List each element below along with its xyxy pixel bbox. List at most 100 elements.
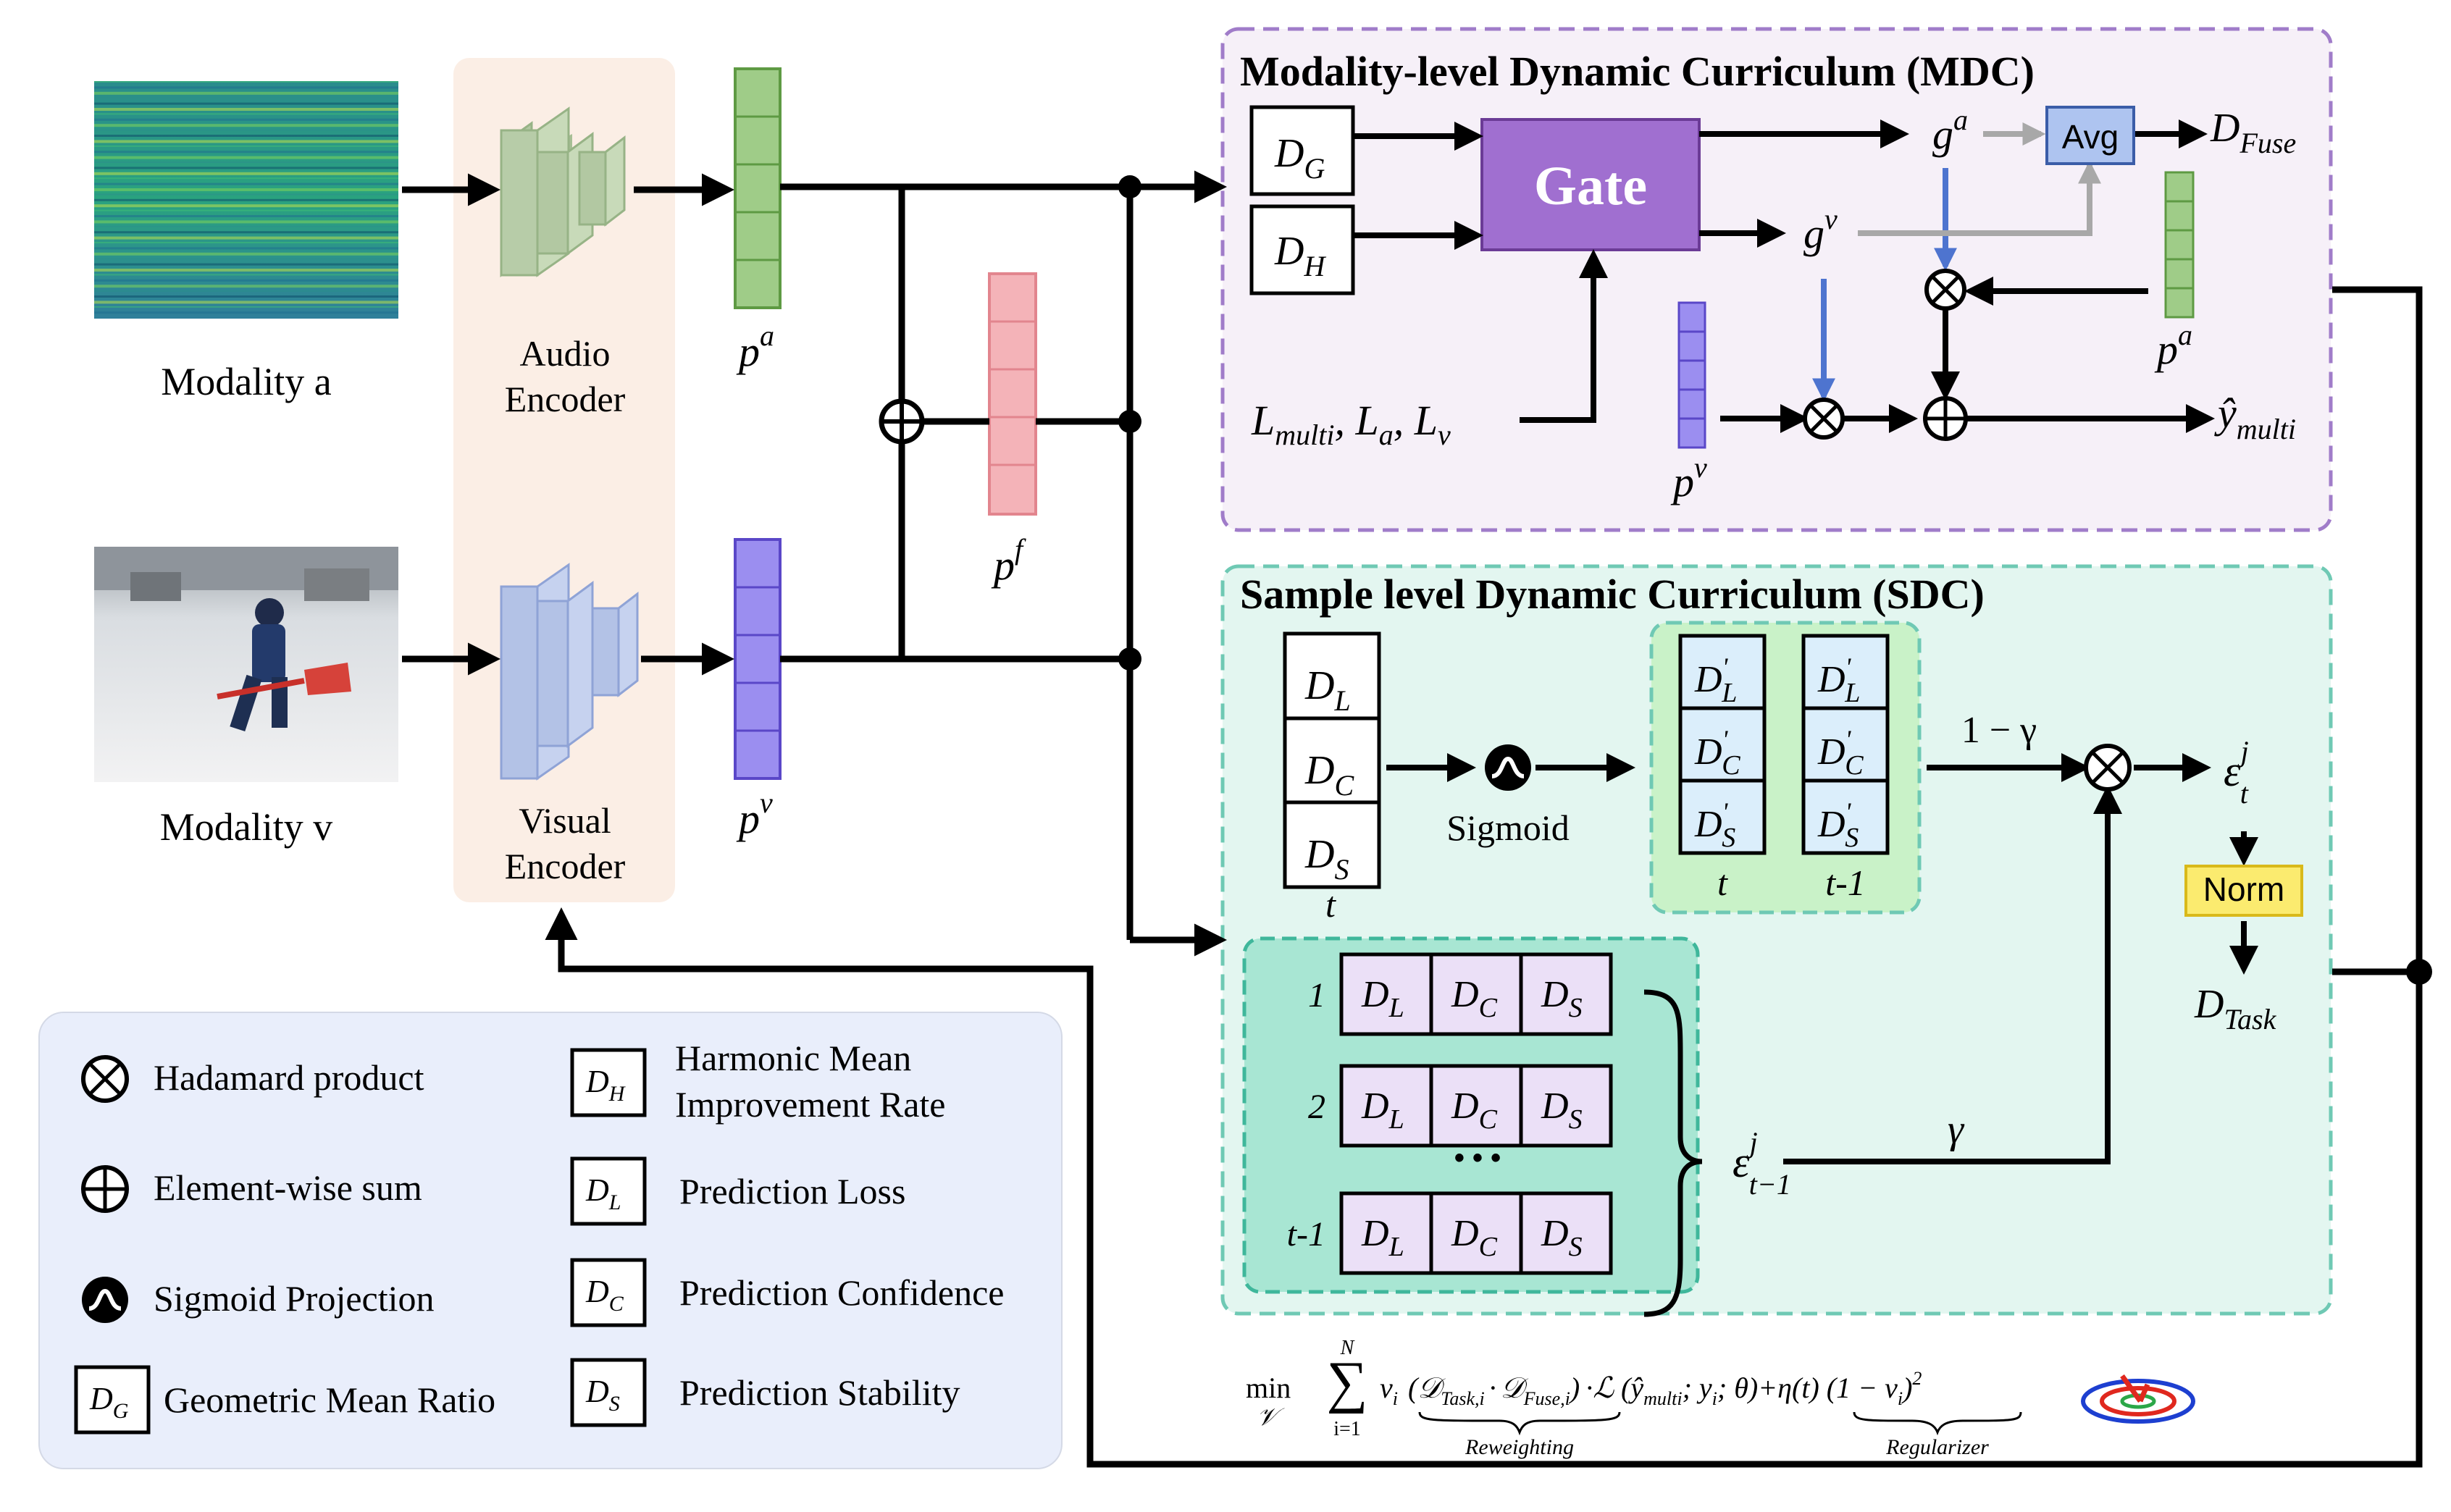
legend-sigmoid-icon (82, 1277, 128, 1323)
audio-encoder-line1: Audio (520, 333, 611, 374)
legend-dh-icon: DH (570, 1048, 647, 1117)
svg-text:DS: DS (585, 1374, 620, 1416)
visual-encoder-icon (500, 563, 639, 781)
mdc-pa-label: pa (2154, 319, 2192, 373)
ga-label: ga (1932, 104, 1968, 158)
history-row: t-1 DL DC DS (1287, 1191, 1613, 1275)
audio-feature-vector (734, 67, 782, 309)
dtask-label: DTask (2194, 982, 2277, 1036)
legend-dh-label-2: Improvement Rate (675, 1084, 946, 1125)
history-cell (1519, 952, 1613, 1036)
sdc-hadamard-node (2084, 744, 2132, 791)
history-brace (1643, 989, 1703, 1317)
history-cell-label: DL (1361, 974, 1404, 1023)
history-row-index: 2 (1308, 1088, 1325, 1126)
history-cell-label: DC (1451, 1213, 1498, 1262)
legend-ds-icon: DS (570, 1358, 647, 1427)
junction-dot-4 (2406, 959, 2432, 985)
history-cell (1339, 1191, 1433, 1275)
legend-dl-label: Prediction Loss (679, 1171, 905, 1211)
mdc-pa-vector (2164, 171, 2195, 319)
history-ellipsis: • • • (1454, 1142, 1501, 1174)
history-row-index: t-1 (1287, 1215, 1325, 1253)
sdc-tm1-label: t-1 (1825, 862, 1866, 903)
history-cell-label: DS (1541, 1085, 1583, 1135)
svg-text:DG: DG (89, 1381, 129, 1423)
norm-label: Norm (2203, 870, 2284, 908)
norm-block (2184, 865, 2303, 917)
pf-label: pf (991, 533, 1026, 589)
mdc-arrows (1353, 119, 2215, 433)
mdc-hadamard-top (1924, 269, 1966, 311)
svg-text:𝒱: 𝒱 (1257, 1404, 1285, 1431)
history-cell (1339, 952, 1433, 1036)
mdc-sum-node (1923, 396, 1968, 441)
sdc-stack-tm1 (1801, 634, 1890, 855)
visual-feature-vector (734, 538, 782, 780)
history-cell-label: DS (1541, 1213, 1583, 1262)
history-cell (1519, 1191, 1613, 1275)
svg-text:DH: DH (585, 1064, 627, 1106)
legend-dc-icon: DC (570, 1258, 647, 1327)
sigmoid-node (1485, 744, 1531, 791)
history-row-index: 1 (1308, 976, 1325, 1015)
dfuse-label: DFuse (2210, 106, 2296, 159)
svg-text:DL: DL (585, 1172, 621, 1214)
legend-hadamard-icon (81, 1055, 129, 1103)
gamma-label: γ (1948, 1107, 1965, 1152)
history-cell-label: DS (1541, 974, 1583, 1023)
gv-label: gv (1803, 203, 1838, 257)
sdc-stack-t (1678, 634, 1767, 855)
mdc-title: Modality-level Dynamic Curriculum (MDC) (1240, 48, 2035, 95)
history-cell-label: DC (1451, 1085, 1498, 1135)
junction-dot-2 (1118, 410, 1141, 433)
avg-label: Avg (2062, 118, 2119, 156)
legend-hadamard-label: Hadamard product (154, 1057, 424, 1098)
avg-block (2045, 106, 2135, 165)
mdc-hadamard-bottom (1803, 398, 1845, 440)
history-cell (1429, 1064, 1523, 1148)
history-cell-label: DL (1361, 1213, 1404, 1262)
gate-label: Gate (1534, 156, 1647, 217)
svg-text:DL: DL (1304, 663, 1351, 717)
sdc-title: Sample level Dynamic Curriculum (SDC) (1240, 571, 1985, 618)
fused-feature-vector (988, 272, 1037, 516)
svg-text:D'L: D'L (1817, 652, 1860, 708)
pa-label: pa (736, 319, 774, 375)
junction-dot-1 (1118, 175, 1141, 198)
sdc-t-label-left: t (1325, 884, 1336, 925)
svg-text:N: N (1340, 1337, 1355, 1359)
svg-text:DC: DC (585, 1274, 624, 1316)
mdc-pv-vector (1677, 301, 1706, 449)
legend-dl-icon: DL (570, 1156, 647, 1226)
history-cell (1429, 952, 1523, 1036)
sdc-stack-current (1283, 631, 1381, 889)
svg-text:D'S: D'S (1694, 797, 1735, 853)
svg-text:DH: DH (1274, 229, 1326, 282)
svg-text:i=1: i=1 (1333, 1418, 1361, 1440)
losses-label: Lmulti, La, Lv (1251, 397, 1451, 451)
modality-a-label: Modality a (161, 360, 331, 403)
svg-text:D'C: D'C (1694, 725, 1740, 781)
dg-box (1249, 105, 1355, 196)
svg-text:Reweighting: Reweighting (1465, 1435, 1574, 1459)
svg-text:DS: DS (1304, 832, 1349, 886)
visual-encoder-line2: Encoder (505, 846, 626, 886)
legend-ds-label: Prediction Stability (679, 1372, 960, 1413)
svg-text:DG: DG (1274, 131, 1325, 185)
snow-photo-image (94, 547, 398, 782)
sdc-arrows (1386, 753, 2258, 1164)
dh-box (1249, 204, 1355, 295)
svg-text:∑: ∑ (1326, 1351, 1367, 1414)
spectrogram-image (94, 81, 398, 319)
svg-text:Regularizer: Regularizer (1885, 1435, 1989, 1459)
history-cell (1339, 1064, 1433, 1148)
legend-panel (38, 1012, 1063, 1469)
one-minus-gamma-label: 1 − γ (1961, 710, 2037, 751)
